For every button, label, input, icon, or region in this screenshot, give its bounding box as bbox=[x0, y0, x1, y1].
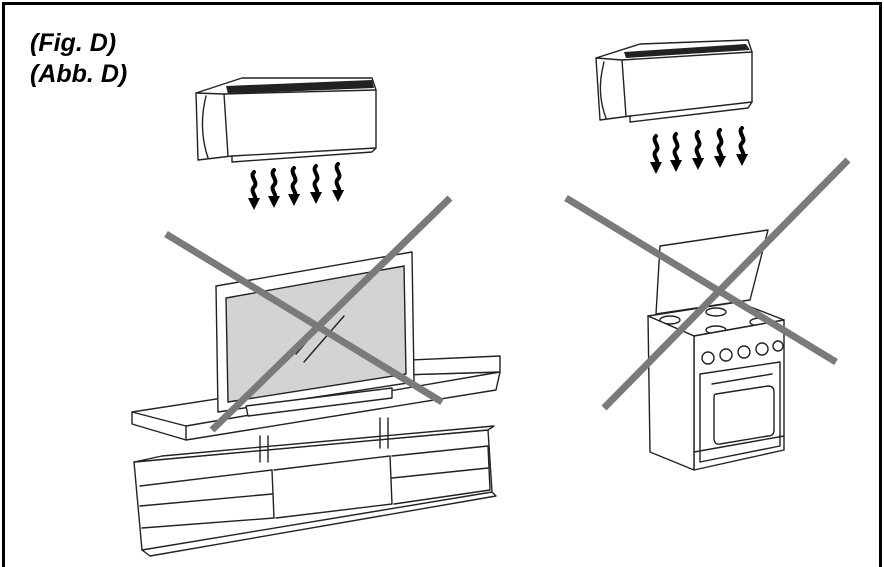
air-conditioner-right-icon bbox=[595, 39, 753, 123]
figure-label-line2: (Abb. D) bbox=[30, 60, 128, 88]
airflow-arrows-left-icon bbox=[246, 162, 346, 212]
prohibition-cross-left-icon bbox=[164, 195, 453, 433]
figure-caption: (Fig. D) (Abb. D) bbox=[30, 28, 127, 90]
airflow-arrows-right-icon bbox=[648, 126, 750, 176]
prohibition-cross-right-icon bbox=[564, 157, 851, 411]
air-conditioner-left-icon bbox=[195, 77, 377, 163]
stove-icon bbox=[647, 229, 785, 471]
figure-label-line1: (Fig. D) bbox=[30, 29, 117, 57]
